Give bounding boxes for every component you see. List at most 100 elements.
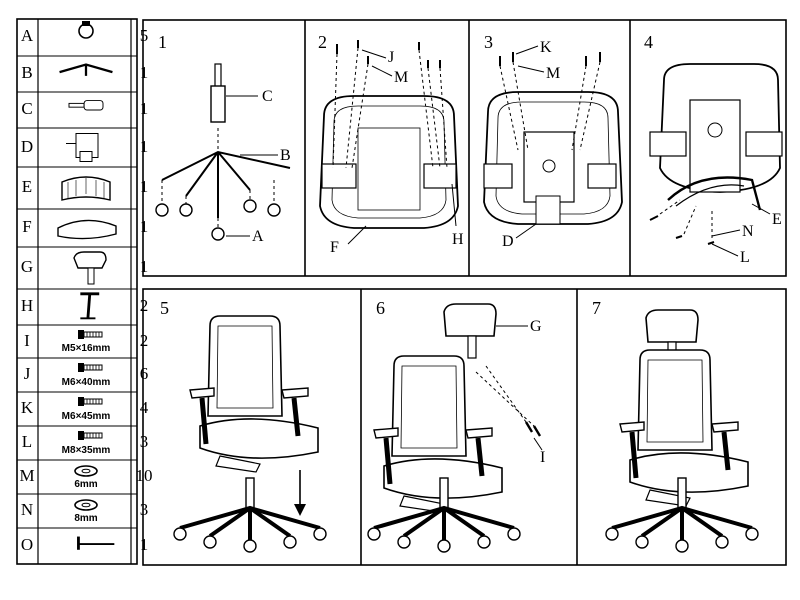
screw-icon xyxy=(78,363,103,372)
step-5-panel: 5 xyxy=(160,298,328,554)
label-C: C xyxy=(262,88,273,105)
part-letter: O xyxy=(20,535,34,554)
label-M: M xyxy=(394,69,408,86)
top-steps-frame xyxy=(142,19,787,277)
label-F: F xyxy=(330,239,339,256)
parts-table-frame xyxy=(16,18,138,565)
part-quantity: 10 xyxy=(135,466,153,485)
part-quantity: 1 xyxy=(139,63,149,82)
part-letter: A xyxy=(20,26,34,45)
part-letter: I xyxy=(24,330,30,350)
step-4-panel: 4 E N L xyxy=(644,32,783,266)
part-letter: D xyxy=(20,136,34,156)
step-7-panel: 7 xyxy=(592,298,760,554)
step-3-panel: 3 K M D xyxy=(483,32,623,250)
part-quantity: 1 xyxy=(139,217,149,236)
part-letter: H xyxy=(20,296,34,315)
seat-icon xyxy=(57,219,117,240)
step-2-number: 2 xyxy=(318,32,327,52)
step-5-number: 5 xyxy=(160,298,169,318)
label-A: A xyxy=(252,228,264,245)
label-G: G xyxy=(530,318,542,335)
part-letter: J xyxy=(23,364,31,383)
part-quantity: 3 xyxy=(139,432,149,451)
gas-lift-drawing xyxy=(210,85,226,123)
part-letter: E xyxy=(21,177,33,196)
part-letter: M xyxy=(19,466,35,485)
part-size-label: M8×35mm xyxy=(61,445,111,456)
armrest-icon xyxy=(80,292,100,320)
step-6-number: 6 xyxy=(376,298,385,318)
label-M: M xyxy=(546,65,560,82)
allen-key-icon xyxy=(77,536,115,550)
mechanism-icon xyxy=(66,133,99,162)
part-quantity: 5 xyxy=(139,26,149,45)
screw-icon xyxy=(78,330,103,339)
part-quantity: 1 xyxy=(139,535,149,554)
part-quantity: 2 xyxy=(139,296,149,315)
label-I: I xyxy=(540,449,545,466)
step-1-number: 1 xyxy=(158,32,167,52)
label-B: B xyxy=(280,147,291,164)
caster-icon xyxy=(78,21,94,39)
part-quantity: 1 xyxy=(139,99,149,118)
headrest-drawing xyxy=(443,303,497,337)
step-7-number: 7 xyxy=(592,298,601,318)
mechanism-drawing xyxy=(523,131,575,203)
label-J: J xyxy=(388,49,394,66)
headrest-icon xyxy=(73,251,107,285)
washer-icon xyxy=(74,465,98,477)
part-quantity: 2 xyxy=(139,330,149,350)
label-N: N xyxy=(742,223,754,240)
part-quantity: 3 xyxy=(139,500,149,519)
base-icon xyxy=(59,63,113,76)
part-quantity: 4 xyxy=(139,398,149,417)
step-2-panel: 2 J M F H xyxy=(318,32,464,256)
parts-row-M: M 10 6mm xyxy=(16,460,153,494)
part-letter: G xyxy=(20,257,34,276)
insert-arrow xyxy=(294,504,306,516)
part-letter: N xyxy=(20,500,34,519)
screw-icon xyxy=(78,397,103,406)
backrest-icon xyxy=(61,176,111,201)
step-3-number: 3 xyxy=(484,32,493,52)
backrest-frame-drawing xyxy=(667,176,762,211)
part-letter: B xyxy=(21,63,33,82)
part-quantity: 6 xyxy=(139,364,149,383)
part-quantity: 1 xyxy=(139,177,149,196)
part-letter: L xyxy=(21,432,33,451)
parts-row-N: N 3 8mm xyxy=(16,494,148,528)
step-1-panel: 1 C B A xyxy=(155,32,291,245)
part-size-label: 6mm xyxy=(74,479,98,490)
part-size-label: M6×45mm xyxy=(61,411,111,422)
part-letter: C xyxy=(21,99,33,118)
label-D: D xyxy=(502,233,514,250)
part-letter: K xyxy=(20,398,34,417)
label-H: H xyxy=(452,231,464,248)
part-letter: F xyxy=(22,217,32,236)
part-size-label: M6×40mm xyxy=(61,377,111,388)
base-drawing xyxy=(161,150,291,218)
part-quantity: 1 xyxy=(139,136,149,156)
part-size-label: 8mm xyxy=(74,513,98,524)
label-E: E xyxy=(772,211,782,228)
bottom-steps-frame xyxy=(142,288,787,566)
washer-icon xyxy=(74,499,98,511)
part-quantity: 1 xyxy=(139,257,149,276)
gas-lift-icon xyxy=(68,100,104,111)
